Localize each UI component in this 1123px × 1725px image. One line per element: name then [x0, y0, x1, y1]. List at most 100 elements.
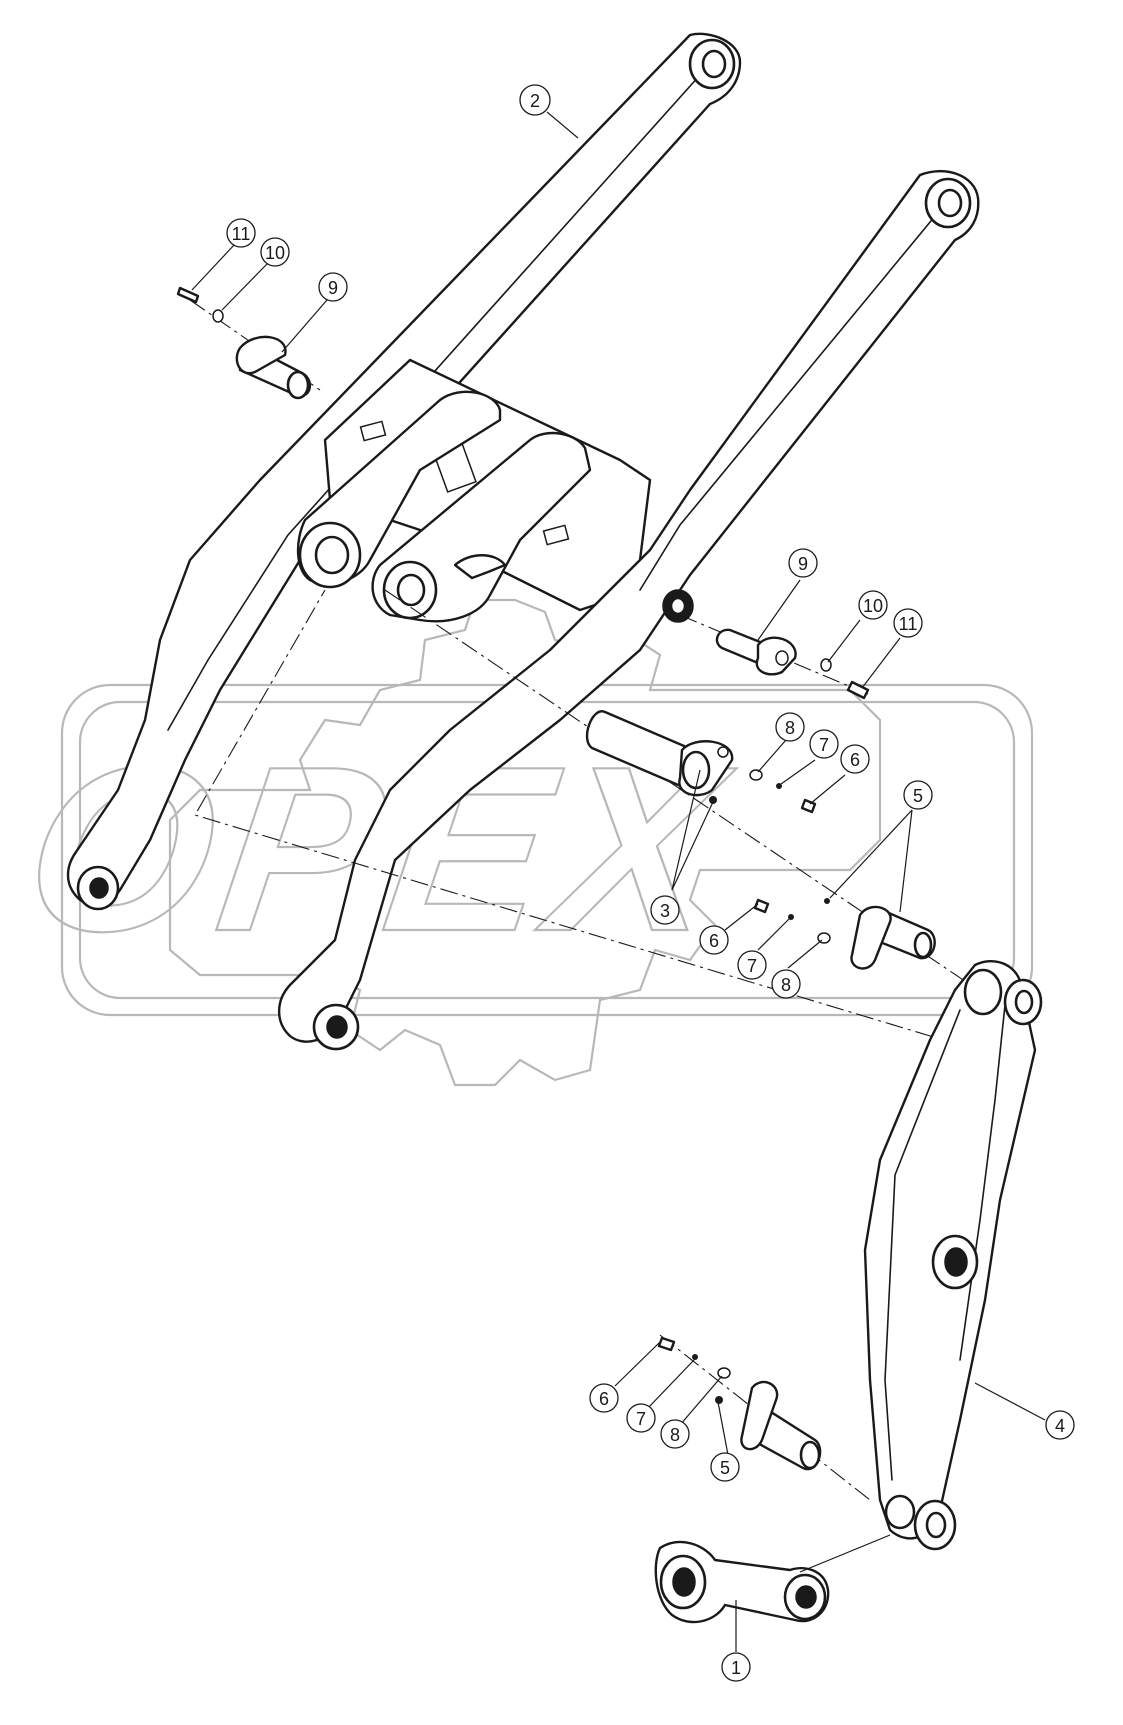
link-1-left-bore — [672, 1567, 696, 1597]
callout-9-right: 9 — [788, 548, 818, 578]
leader-8-mid — [787, 939, 823, 969]
svg-text:2: 2 — [530, 91, 540, 111]
leader-3-a — [671, 769, 701, 891]
bellcrank-4-bottom-bore — [925, 1511, 947, 1539]
svg-text:5: 5 — [720, 1458, 730, 1478]
callout-11-left: 11 — [226, 218, 256, 248]
svg-text:5: 5 — [913, 786, 923, 806]
callout-6-bottom: 6 — [589, 1383, 619, 1413]
bolt-6-mid — [753, 898, 770, 914]
bellcrank-4-top-left-bushing — [963, 968, 1003, 1016]
boom-front-top-bore — [937, 188, 963, 218]
svg-text:11: 11 — [232, 224, 251, 244]
boom-arm-part-2 — [66, 32, 742, 911]
callout-10-right: 10 — [858, 590, 888, 620]
boom-front-mid-bore — [669, 596, 687, 616]
pin-9-right-hole — [775, 650, 789, 666]
leader-3-b — [671, 801, 714, 891]
svg-text:9: 9 — [798, 554, 808, 574]
callout-4: 4 — [1045, 1410, 1075, 1440]
callout-7-bottom: 7 — [626, 1403, 656, 1433]
pivot-right-bore — [396, 573, 426, 607]
pin-part-5-bottom — [657, 1336, 822, 1471]
boom-arm-front-edge — [639, 209, 941, 591]
leader-6-upper — [809, 774, 846, 805]
callout-3: 3 — [650, 895, 680, 925]
leader-1-to-4 — [799, 1534, 891, 1573]
link-part-1 — [654, 1540, 830, 1624]
svg-text:3: 3 — [660, 901, 670, 921]
pin-5-bottom-plate — [740, 1380, 779, 1451]
leader-6-bottom — [614, 1341, 661, 1387]
leader-9-right — [757, 579, 801, 641]
boom-arm-front — [277, 170, 980, 1051]
svg-text:6: 6 — [850, 750, 860, 770]
leader-4 — [974, 1382, 1046, 1421]
cross-tube-plate-3 — [542, 524, 570, 546]
bolt-11-left — [176, 286, 200, 304]
callout-6-middle: 6 — [699, 925, 729, 955]
lockwasher-7-upper — [776, 783, 782, 789]
callout-7-middle: 7 — [737, 950, 767, 980]
pin-3-body — [585, 710, 700, 792]
pin-part-5-middle — [753, 898, 936, 970]
callout-1: 1 — [721, 1652, 751, 1682]
bellcrank-4-inner-right — [959, 1004, 1006, 1361]
pin-5-mid-end — [913, 931, 933, 959]
leader-10-left — [221, 263, 268, 311]
callout-5-bottom: 5 — [710, 1452, 740, 1482]
svg-text:1: 1 — [731, 1658, 741, 1678]
bolt-6-bottom — [657, 1336, 676, 1352]
callout-6-upper: 6 — [840, 744, 870, 774]
bellcrank-4-bottom-left-bushing — [884, 1494, 916, 1530]
bellcrank-4-inner-left — [884, 1009, 961, 1481]
pivot-hook-tab — [453, 554, 507, 580]
pin-3-plate-hole — [717, 746, 729, 758]
boom-arm-2-top-bore — [701, 49, 727, 79]
svg-text:7: 7 — [819, 735, 829, 755]
bellcrank-4-center-bore — [944, 1247, 968, 1277]
pin-9-left-end — [286, 370, 310, 400]
svg-text:8: 8 — [781, 975, 791, 995]
leader-11-left — [191, 243, 236, 291]
pivot-left-bore — [314, 535, 350, 575]
main-pin-part-3 — [585, 710, 817, 814]
pin-part-9-left — [176, 286, 312, 400]
leader-8-upper — [757, 739, 787, 773]
leader-5-mid-a — [829, 809, 913, 899]
leader-8-bottom — [679, 1375, 723, 1426]
lockwasher-7-bottom — [692, 1354, 698, 1360]
leader-5-bottom — [717, 1401, 729, 1456]
callout-11-right: 11 — [893, 608, 923, 638]
boom-arm-2-body — [66, 32, 742, 906]
svg-text:10: 10 — [265, 243, 285, 263]
callout-8-upper: 8 — [775, 712, 805, 742]
boom-arm-2-edge — [167, 74, 701, 731]
cross-tube-plate-1 — [359, 420, 387, 442]
leader-7-mid — [757, 917, 791, 951]
callout-7-upper: 7 — [809, 729, 839, 759]
svg-text:10: 10 — [863, 596, 883, 616]
pin-9-left-plate — [235, 335, 287, 375]
pin-3-end — [681, 750, 711, 790]
leader-2 — [546, 111, 579, 139]
leader-11-right — [861, 637, 901, 689]
boom-front-bottom-bore — [326, 1015, 348, 1039]
callout-9-left: 9 — [318, 272, 348, 302]
svg-text:11: 11 — [899, 614, 918, 634]
leader-9-left — [281, 299, 328, 353]
leader-6-mid — [724, 903, 759, 931]
link-1-right-bore — [795, 1585, 817, 1609]
callout-2: 2 — [519, 84, 551, 116]
callout-10-left: 10 — [260, 237, 290, 267]
grease-nipple-5-mid — [824, 898, 830, 904]
washer-8-upper — [749, 769, 763, 781]
grease-nipple-3 — [709, 796, 717, 804]
bellcrank-part-4 — [863, 960, 1043, 1551]
boom-arm-2-bottom-bore — [89, 877, 109, 899]
leader-7-upper — [780, 759, 816, 785]
grease-nipple-5-bottom — [715, 1396, 723, 1404]
leader-lines — [191, 111, 1046, 1652]
svg-text:8: 8 — [785, 718, 795, 738]
leader-7-bottom — [647, 1359, 695, 1409]
